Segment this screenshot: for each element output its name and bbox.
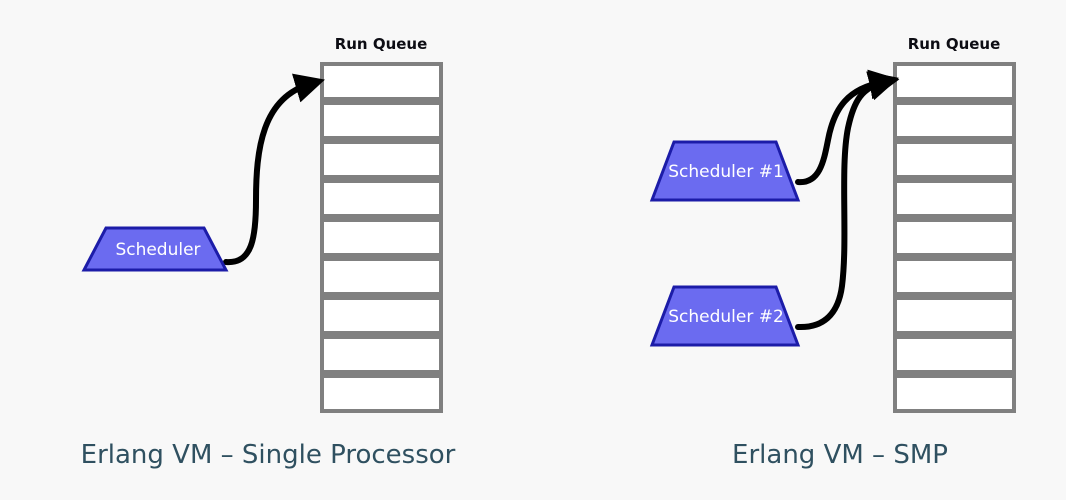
run-queue-cell bbox=[320, 335, 443, 374]
run-queue-cell bbox=[320, 179, 443, 218]
scheduler-to-queue-arrow bbox=[223, 73, 325, 266]
run-queue-cell bbox=[320, 218, 443, 257]
scheduler-node[interactable]: Scheduler bbox=[81, 226, 229, 272]
scheduler-shape[interactable] bbox=[649, 140, 801, 202]
run-queue-cell bbox=[893, 218, 1016, 257]
run-queue-cell bbox=[893, 335, 1016, 374]
scheduler-2-to-queue-arrow bbox=[795, 71, 900, 331]
run-queue bbox=[320, 62, 443, 413]
run-queue-cell bbox=[320, 296, 443, 335]
scheduler-shape[interactable] bbox=[649, 285, 801, 347]
run-queue-cell bbox=[320, 140, 443, 179]
scheduler-label: Scheduler #2 bbox=[668, 307, 784, 327]
run-queue bbox=[893, 62, 1016, 413]
run-queue-cell bbox=[893, 62, 1016, 101]
run-queue-cell bbox=[893, 179, 1016, 218]
scheduler-node[interactable]: Scheduler #2 bbox=[649, 285, 801, 347]
run-queue-cell bbox=[893, 257, 1016, 296]
run-queue-cell bbox=[320, 257, 443, 296]
scheduler-label: Scheduler #1 bbox=[668, 162, 784, 182]
run-queue-cell bbox=[893, 374, 1016, 413]
scheduler-1-to-queue-arrow bbox=[795, 69, 900, 186]
scheduler-shape[interactable] bbox=[81, 226, 229, 272]
panel-caption: Erlang VM – SMP bbox=[732, 440, 948, 470]
run-queue-title: Run Queue bbox=[908, 35, 1001, 53]
run-queue-cell bbox=[320, 62, 443, 101]
run-queue-cell bbox=[893, 296, 1016, 335]
run-queue-cell bbox=[893, 101, 1016, 140]
scheduler-node[interactable]: Scheduler #1 bbox=[649, 140, 801, 202]
panel-caption: Erlang VM – Single Processor bbox=[81, 440, 456, 470]
run-queue-cell bbox=[320, 374, 443, 413]
run-queue-cell bbox=[320, 101, 443, 140]
run-queue-cell bbox=[893, 140, 1016, 179]
run-queue-title: Run Queue bbox=[335, 35, 428, 53]
scheduler-label: Scheduler bbox=[115, 240, 200, 260]
